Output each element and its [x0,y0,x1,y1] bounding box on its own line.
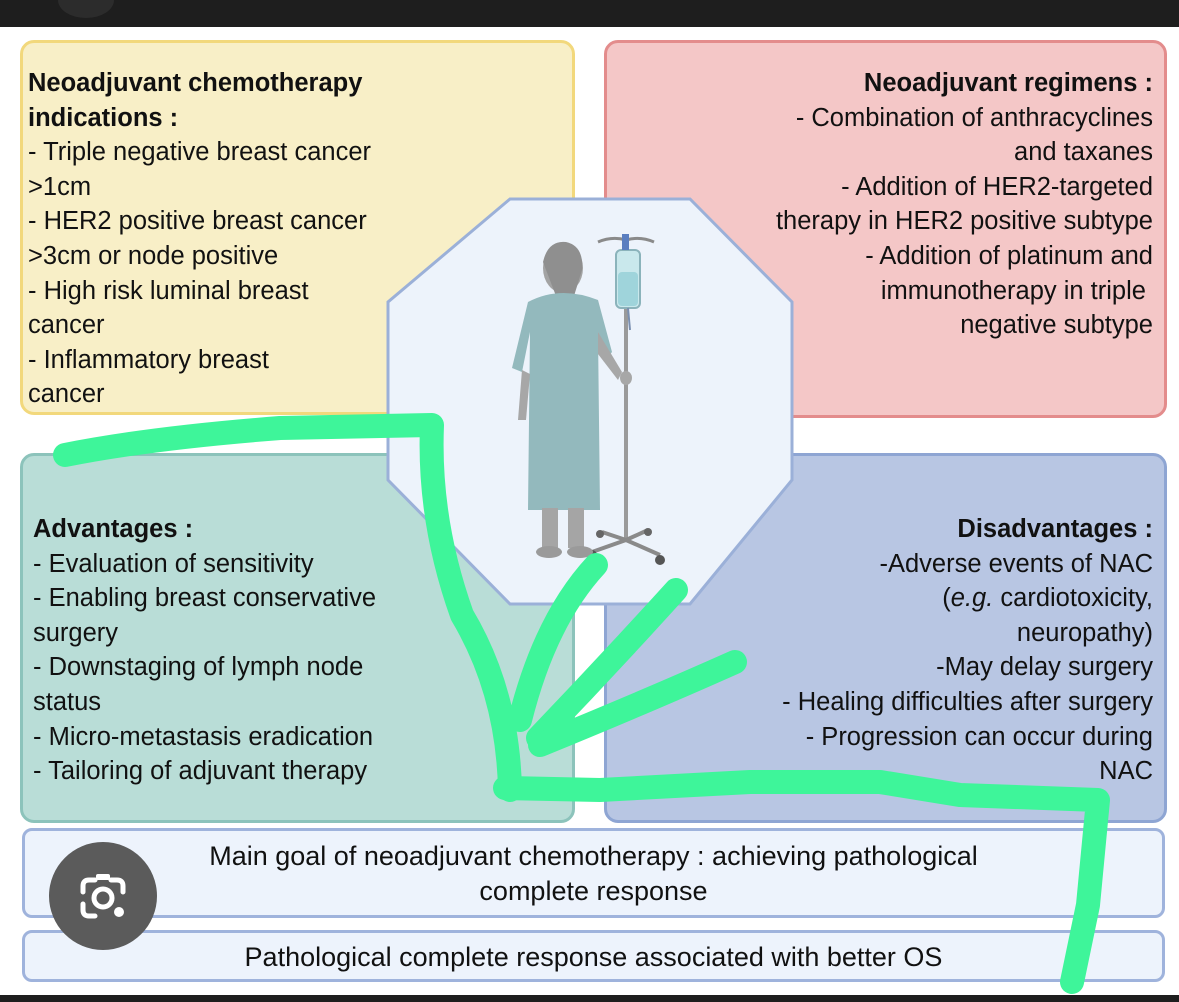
disadvantages-line2-em: e.g. [950,584,994,613]
patient-with-iv-drip-icon [512,234,665,565]
indications-heading: Neoadjuvant chemotherapy indications : [28,69,363,132]
lens-camera-icon[interactable] [49,842,157,950]
os-bar: Pathological complete response associate… [22,930,1165,982]
main-goal-bar: Main goal of neoadjuvant chemotherapy : … [22,828,1165,918]
regimens-heading: Neoadjuvant regimens : [863,69,1153,97]
disadvantages-heading: Disadvantages : [957,515,1153,543]
disadvantages-list: neuropathy) -May delay surgery - Healing… [782,618,1153,786]
disadvantages-line1: -Adverse events of NAC [879,549,1153,578]
regimens-list: - Combination of anthracyclines and taxa… [775,103,1153,340]
camera-icon [80,874,126,919]
disadvantages-text: Disadvantages : -Adverse events of NAC (… [782,512,1153,789]
main-goal-text: Main goal of neoadjuvant chemotherapy : … [209,841,978,906]
bottom-edge-bar [0,995,1179,1002]
top-status-bar [0,0,1179,27]
os-text: Pathological complete response associate… [244,942,943,972]
disadvantages-line2-pre: ( [942,584,951,613]
indications-text: Neoadjuvant chemotherapy indications : -… [28,66,371,412]
notch [58,0,114,18]
disadvantages-line2-post: cardiotoxicity, [993,584,1153,613]
regimens-text: Neoadjuvant regimens : - Combination of … [776,66,1153,343]
indications-list: - Triple negative breast cancer >1cm - H… [28,138,372,409]
